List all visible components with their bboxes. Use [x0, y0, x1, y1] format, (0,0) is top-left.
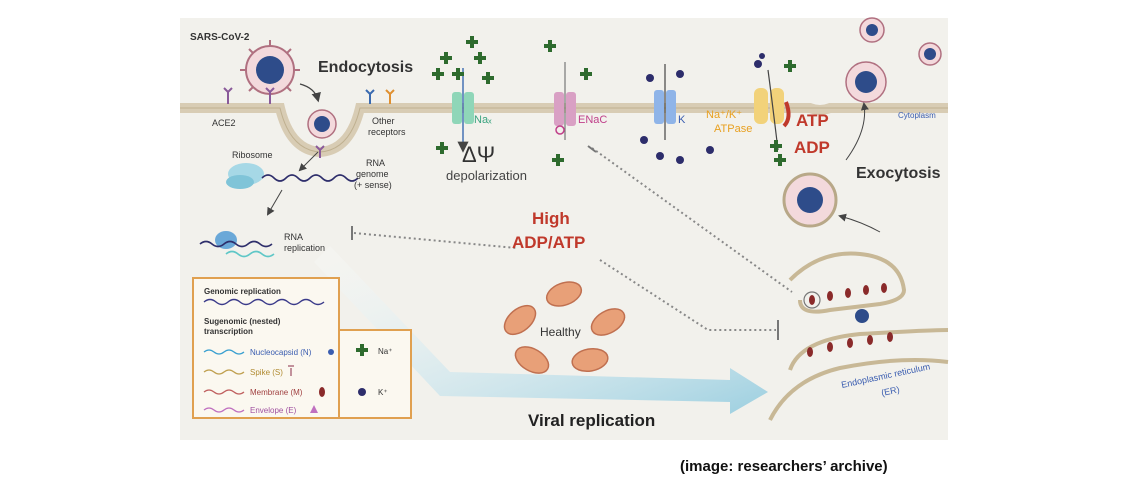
high-label: High — [532, 209, 570, 228]
endoplasmic-reticulum-icon — [768, 251, 949, 421]
virus-icon — [240, 40, 300, 100]
ribosome-label: Ribosome — [232, 150, 273, 160]
legend-na: Na⁺ — [378, 347, 392, 356]
atpase-label-1: Na⁺/K⁺ — [706, 109, 742, 121]
mitochondria-icon — [503, 281, 626, 374]
depolarization-label: depolarization — [446, 168, 527, 183]
er-ribosomes — [807, 283, 893, 357]
enac-inhibition-line — [591, 147, 793, 293]
healthy-label: Healthy — [540, 325, 581, 339]
mito-inhibition-line — [599, 259, 779, 340]
replication-complex-icon — [199, 231, 275, 258]
inhibition-icon — [351, 226, 517, 249]
er-virus-assembly — [855, 309, 869, 323]
exocytosis-label: Exocytosis — [856, 165, 941, 182]
legend: Genomic replication Sugenomic (nested) t… — [192, 277, 412, 419]
rna-replication-label-2: replication — [284, 243, 325, 253]
rna-genome-strand — [261, 174, 359, 182]
other-receptors-label-1: Other — [372, 116, 395, 126]
other-receptors-label-2: receptors — [368, 127, 406, 137]
viral-replication-arrow — [314, 246, 768, 414]
legend-genomic-label: Genomic replication — [204, 287, 281, 296]
image-credit: (image: researchers’ archive) — [680, 458, 888, 475]
legend-membrane: Membrane (M) — [250, 388, 303, 397]
na-ion-icons — [432, 36, 796, 166]
legend-nucleocapsid: Nucleocapsid (N) — [250, 348, 312, 357]
k-channel-label: K — [678, 114, 686, 126]
legend-envelope: Envelope (E) — [250, 406, 297, 415]
legend-subgenomic-label-2: transcription — [204, 327, 253, 336]
rna-genome-label-2: genome — [356, 169, 389, 179]
enac-channel-icon — [554, 62, 576, 140]
cytoplasm-label: Cytoplasm — [898, 111, 936, 120]
ribosome-icon — [226, 163, 264, 189]
legend-k: K⁺ — [378, 388, 388, 397]
other-receptor-icon — [365, 89, 395, 104]
legend-spike: Spike (S) — [250, 368, 283, 377]
nax-channel-icon — [452, 68, 474, 153]
endocytosed-virus-icon — [307, 109, 337, 139]
adp-label: ADP — [794, 138, 830, 157]
receptor-icon — [223, 87, 325, 158]
legend-subgenomic-label-1: Sugenomic (nested) — [204, 317, 281, 326]
rna-replication-label-1: RNA — [284, 232, 303, 242]
rna-genome-label-1: RNA — [366, 158, 385, 168]
endocytosis-label: Endocytosis — [318, 59, 413, 76]
atpase-label-2: ATPase — [714, 123, 752, 135]
adp-atp-ratio-label: ADP/ATP — [512, 233, 585, 252]
enac-label: ENaC — [578, 114, 607, 126]
delta-psi-label: ΔΨ — [462, 142, 495, 167]
er-label-2: (ER) — [880, 384, 900, 398]
ace2-label: ACE2 — [212, 118, 236, 128]
atp-label: ATP — [796, 111, 829, 130]
viral-replication-label: Viral replication — [528, 411, 655, 430]
k-ion-icons — [640, 53, 765, 164]
k-channel-icon — [654, 64, 676, 140]
virus-label: SARS-CoV-2 — [190, 32, 250, 43]
nax-label: Naₓ — [474, 114, 492, 126]
rna-genome-label-3: (+ sense) — [354, 180, 392, 190]
exocytosis-vesicle-icon — [782, 17, 942, 233]
